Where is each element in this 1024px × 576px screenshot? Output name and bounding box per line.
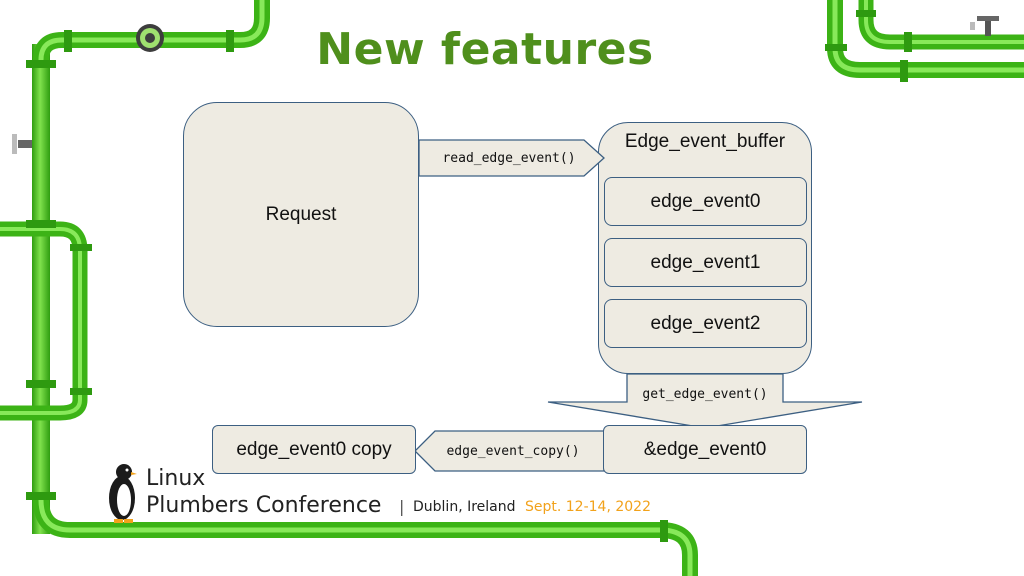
read-call-label: read_edge_event() [442,150,576,166]
edge-event0-box: edge_event0 [604,177,807,226]
penguin-logo-icon [109,464,137,523]
edge-event-buffer-label: Edge_event_buffer [624,131,786,152]
edge-event1-label: edge_event1 [650,251,761,273]
conference-location: Dublin, Ireland [413,499,516,515]
pipe-tap-icon [970,16,999,36]
get-arrow [547,373,863,429]
conference-dates: Sept. 12-14, 2022 [525,499,651,515]
ref-event-label: &edge_event0 [643,438,767,460]
edge-event0-label: edge_event0 [650,190,761,212]
conference-name-line1: Linux [146,466,206,491]
slide-title: New features [316,24,654,75]
edge-event2-box: edge_event2 [604,299,807,348]
valve-wheel-icon [136,24,164,52]
read-arrow [418,139,605,177]
edge-event1-box: edge_event1 [604,238,807,287]
copy-event-box: edge_event0 copy [212,425,416,474]
edge-event2-label: edge_event2 [650,312,761,334]
logo-separator: | [399,497,405,516]
request-label: Request [265,203,337,225]
get-call-label: get_edge_event() [642,386,768,402]
right-pipe-system [825,0,1024,82]
left-pipe-system [0,0,698,576]
ref-event-box: &edge_event0 [603,425,807,474]
copy-call-label: edge_event_copy() [446,443,580,459]
request-box: Request [183,102,419,327]
conference-name-line2: Plumbers Conference [146,493,382,518]
copy-event-label: edge_event0 copy [236,438,392,460]
